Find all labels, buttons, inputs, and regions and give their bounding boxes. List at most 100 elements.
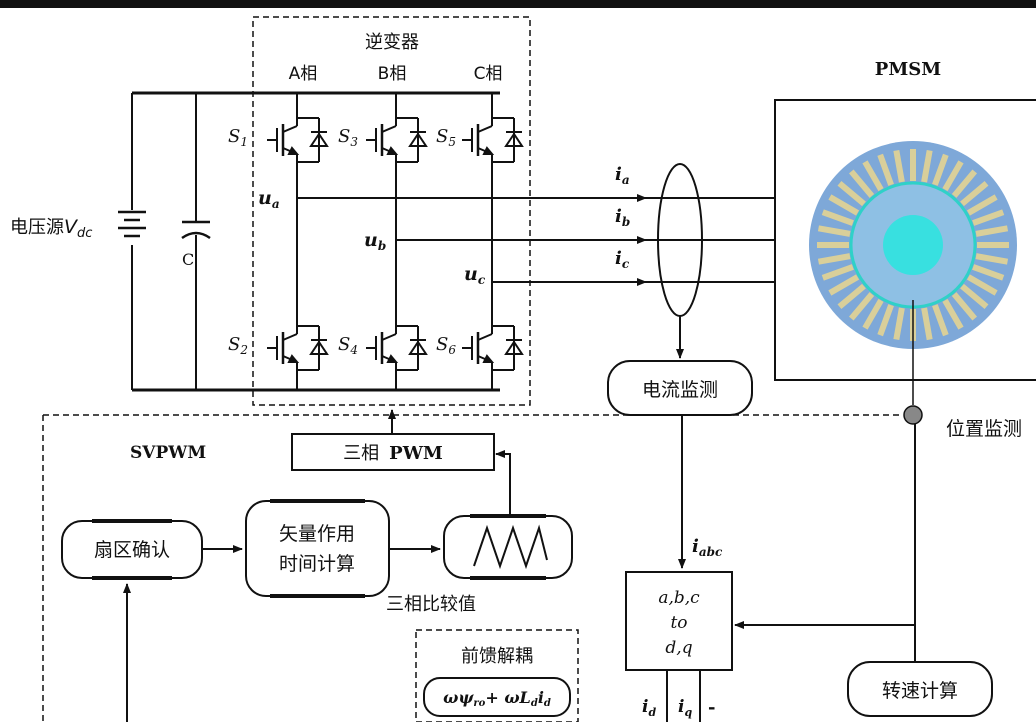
position-monitor-label: 位置监测: [946, 418, 1022, 440]
stator-slot: [951, 292, 978, 321]
current-monitor-label: 电流监测: [642, 379, 718, 401]
s3-igbt-icon: [366, 112, 428, 168]
transform-label-2: to: [670, 613, 687, 633]
stator-slot: [966, 194, 998, 216]
ub-label: ub: [364, 229, 386, 253]
s1-label: S1: [228, 126, 248, 149]
stator-slot: [893, 307, 905, 341]
s4-label: S4: [338, 334, 358, 357]
stator-slot: [975, 225, 1009, 237]
three-phase-pwm-block: [291, 433, 495, 471]
stator-slot: [966, 274, 998, 296]
stator-slot: [828, 194, 860, 216]
stator-slot: [837, 180, 866, 207]
stator-slot: [932, 153, 949, 186]
sector-confirm-label: 扇区确认: [94, 539, 170, 561]
stator-slot: [821, 264, 854, 281]
motor-icon: [809, 141, 1017, 349]
feedforward-formula-block: [423, 677, 571, 717]
phase-current-arrows: [600, 194, 647, 286]
transform-label-3: d,q: [665, 638, 692, 658]
stator-slot: [977, 242, 1009, 248]
top-border: [0, 0, 1036, 8]
minus-sign: -: [708, 697, 715, 718]
s2-igbt-icon: [267, 320, 329, 376]
s5-label: S5: [436, 126, 456, 149]
stator-slot: [817, 242, 849, 248]
ua-label: ua: [258, 187, 280, 211]
uc-label: uc: [464, 263, 486, 287]
pmsm-label: PMSM: [875, 59, 941, 80]
stator-slot: [862, 298, 884, 330]
stator-slot: [910, 149, 916, 181]
stator-slot: [932, 304, 949, 337]
motor-rotor-core: [883, 215, 943, 275]
s1-igbt-icon: [267, 112, 329, 168]
id-label: id: [642, 697, 656, 719]
s6-label: S6: [436, 334, 456, 357]
triangle-wave-icon: [473, 524, 548, 570]
stator-slot: [877, 153, 894, 186]
voltage-source-label: 电压源Vdc: [10, 216, 92, 241]
vector-time-label-1: 矢量作用: [279, 523, 355, 545]
stator-slot: [877, 304, 894, 337]
vector-time-block: [245, 500, 390, 597]
transform-label-1: a,b,c: [658, 588, 700, 608]
ib-label: ib: [615, 206, 630, 229]
battery-icon: [118, 210, 146, 238]
stator-slot: [921, 149, 933, 183]
stator-slot: [972, 264, 1005, 281]
phase-legs: [296, 93, 493, 390]
stator-slot: [862, 160, 884, 192]
dc-bus: [132, 91, 500, 392]
stator-slot: [960, 180, 989, 207]
stator-slot: [821, 209, 854, 226]
stator-slot: [975, 253, 1009, 265]
stator-slot: [942, 160, 964, 192]
s6-igbt-icon: [462, 320, 524, 376]
iq-label: iq: [678, 697, 692, 719]
stator-slot: [893, 149, 905, 183]
speed-calc-block: [847, 661, 993, 717]
s3-label: S3: [338, 126, 358, 149]
vector-time-label-2: 时间计算: [279, 553, 355, 575]
feedforward-formula: ωψro+ ωLdid: [443, 688, 551, 709]
stator-slot: [942, 298, 964, 330]
stator-slot: [817, 253, 851, 265]
current-monitor-block: [607, 360, 753, 416]
position-sensor-icon: [903, 405, 923, 425]
abc-to-dq-block: [625, 571, 733, 671]
svpwm-label: SVPWM: [130, 443, 206, 463]
stator-slot: [848, 292, 875, 321]
feedforward-label: 前馈解耦: [461, 646, 533, 667]
ic-label: ic: [615, 248, 630, 271]
stator-slot: [848, 169, 875, 198]
iabc-label: iabc: [692, 536, 723, 559]
stator-slot: [837, 283, 866, 310]
phase-c-label: C相: [474, 64, 503, 84]
phase-a-label: A相: [289, 64, 318, 84]
stator-slot: [817, 225, 851, 237]
capacitor-label: C: [182, 250, 194, 269]
stator-slot: [828, 274, 860, 296]
triangle-carrier-block: [443, 515, 573, 579]
stator-slot: [972, 209, 1005, 226]
igbt-switches: [267, 112, 524, 376]
three-phase-compare-label: 三相比较值: [386, 594, 476, 615]
ia-label: ia: [615, 164, 630, 187]
s4-igbt-icon: [366, 320, 428, 376]
stator-slot: [960, 283, 989, 310]
capacitor-icon: [181, 220, 211, 240]
s5-igbt-icon: [462, 112, 524, 168]
speed-calc-label: 转速计算: [882, 680, 958, 702]
phase-b-label: B相: [378, 64, 407, 84]
stator-slot: [951, 169, 978, 198]
inverter-label: 逆变器: [365, 32, 419, 53]
s2-label: S2: [228, 334, 248, 357]
motor-slots: [817, 149, 1009, 341]
svpwm-boundary: [42, 414, 900, 722]
inverter-boundary: [252, 16, 531, 406]
